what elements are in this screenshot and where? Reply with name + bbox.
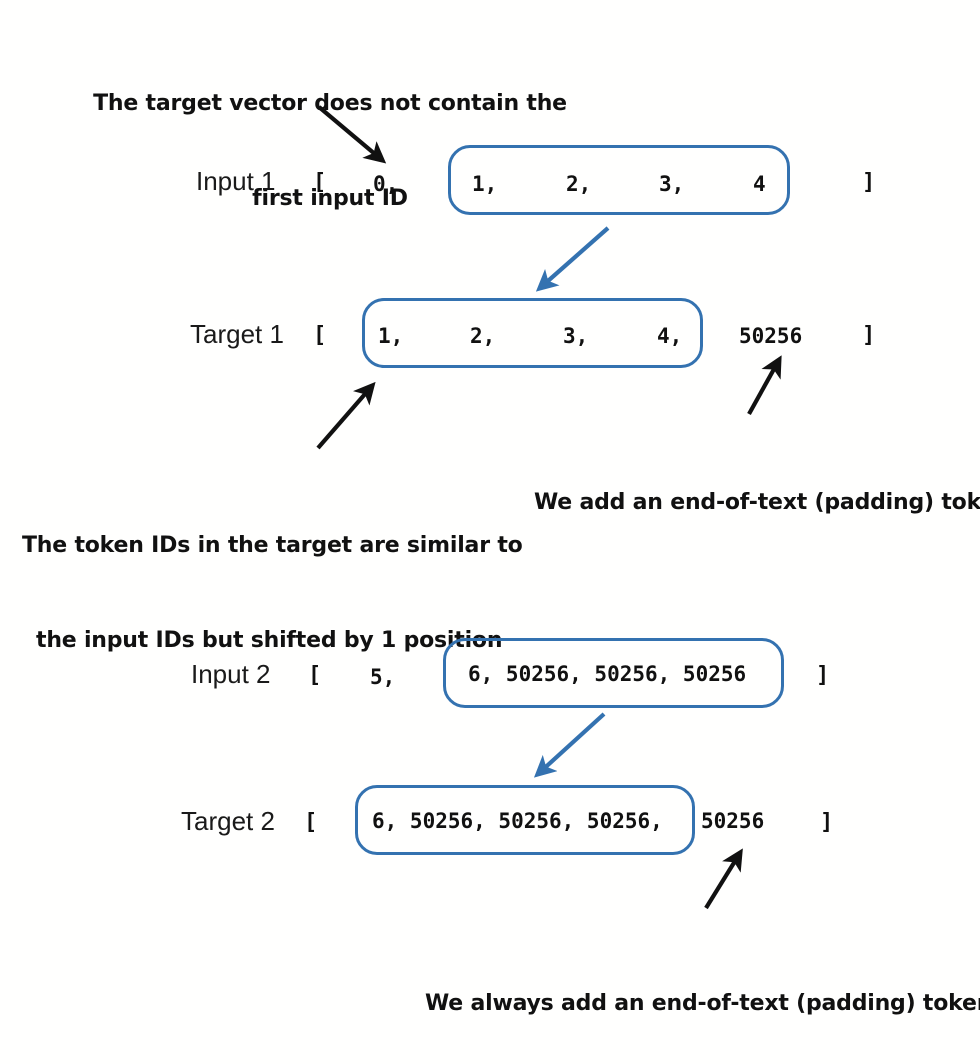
- open-bracket-target-1: [: [313, 323, 327, 348]
- highlight-box-target-2: [355, 785, 695, 855]
- annotation-shifted-line1: The token IDs in the target are similar …: [22, 532, 523, 558]
- open-bracket-target-2: [: [304, 810, 318, 835]
- row-label-target-2: Target 2: [181, 806, 275, 836]
- suffix-token-target-1: 50256: [739, 324, 803, 348]
- annotation-eot-first: We add an end-of-text (padding) token: [534, 423, 980, 582]
- close-bracket-target-2: ]: [820, 810, 834, 835]
- arrow-black-eot-2: [704, 848, 743, 910]
- annotation-eot-always: We always add an end-of-text (padding) t…: [425, 924, 980, 1064]
- boxed-token-target-1-0: 1,: [378, 324, 404, 348]
- boxed-token-input-2-0: 6, 50256, 50256, 50256: [468, 662, 747, 686]
- boxed-token-target-1-2: 3,: [563, 324, 589, 348]
- boxed-token-input-1-1: 2,: [566, 172, 592, 196]
- annotation-top: The target vector does not contain the f…: [60, 24, 600, 279]
- annotation-eot-always-line1: We always add an end-of-text (padding) t…: [425, 990, 980, 1016]
- arrow-black-eot-1: [747, 355, 782, 416]
- prefix-token-input-1: 0,: [373, 172, 399, 196]
- row-label-target-1: Target 1: [190, 319, 284, 349]
- open-bracket-input-2: [: [308, 663, 322, 688]
- arrow-blue-2: [533, 712, 606, 778]
- open-bracket-input-1: [: [313, 170, 327, 195]
- close-bracket-input-2: ]: [816, 663, 830, 688]
- boxed-token-input-1-3: 4: [753, 172, 766, 196]
- annotation-top-line2: first input ID: [252, 186, 408, 212]
- annotation-top-line1: The target vector does not contain the: [93, 90, 567, 116]
- prefix-token-input-2: 5,: [370, 665, 396, 689]
- row-label-input-2: Input 2: [191, 659, 271, 689]
- highlight-box-input-2: [443, 638, 784, 708]
- annotation-eot-first-line1: We add an end-of-text (padding) token: [534, 489, 980, 515]
- row-label-input-1: Input 1: [196, 166, 276, 196]
- close-bracket-input-1: ]: [862, 170, 876, 195]
- arrow-black-shift: [316, 381, 376, 450]
- boxed-token-target-1-3: 4,: [657, 324, 683, 348]
- boxed-token-target-2-0: 6, 50256, 50256, 50256,: [372, 809, 663, 833]
- boxed-token-input-1-2: 3,: [659, 172, 685, 196]
- boxed-token-input-1-0: 1,: [472, 172, 498, 196]
- highlight-box-input-1: [448, 145, 790, 215]
- suffix-token-target-2: 50256: [701, 809, 765, 833]
- highlight-box-target-1: [362, 298, 703, 368]
- boxed-token-target-1-1: 2,: [470, 324, 496, 348]
- close-bracket-target-1: ]: [862, 323, 876, 348]
